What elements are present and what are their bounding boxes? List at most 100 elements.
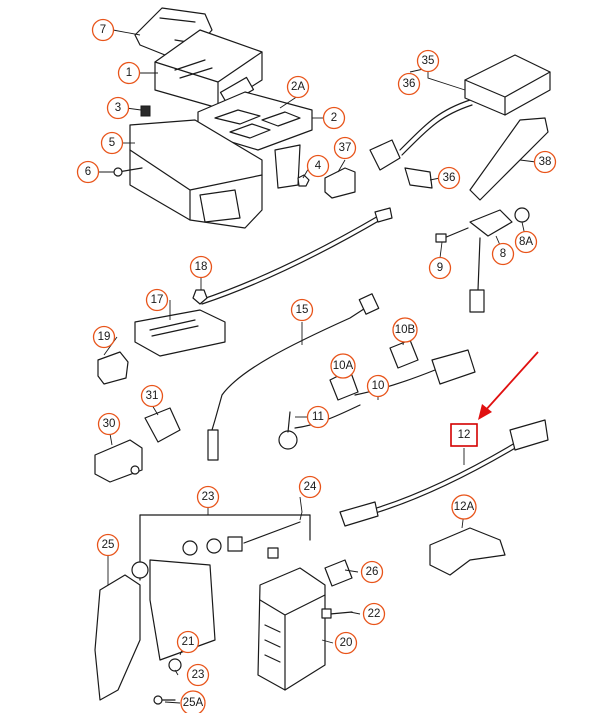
callout-label: 10B <box>395 324 416 336</box>
callout-label: 26 <box>366 566 379 578</box>
callout-circle <box>97 412 121 436</box>
callout-circle <box>106 96 130 120</box>
callout-4: 4 <box>306 154 330 178</box>
part-drawings <box>94 7 551 705</box>
callout-9: 9 <box>428 256 452 280</box>
callout-label: 15 <box>296 304 309 316</box>
callout-label: 19 <box>98 331 111 343</box>
callout-label: 3 <box>115 102 121 114</box>
callout-15: 15 <box>290 298 314 322</box>
ecu-housing <box>129 119 263 229</box>
callout-label: 30 <box>103 418 116 430</box>
callout-label: 25A <box>183 697 204 709</box>
callout-12a: 12A <box>451 494 477 520</box>
callout-label: 21 <box>182 636 195 648</box>
callout-label: 10A <box>333 360 354 372</box>
callout-circle <box>428 256 452 280</box>
callout-label: 25 <box>102 539 115 551</box>
callout-10: 10 <box>366 374 390 398</box>
callout-label: 31 <box>146 390 159 402</box>
callout-8: 8 <box>491 242 515 266</box>
callout-circle <box>334 631 358 655</box>
callout-23: 23 <box>186 663 210 687</box>
callout-circle <box>514 230 538 254</box>
callout-5: 5 <box>100 131 124 155</box>
callout-label: 11 <box>312 411 324 423</box>
highlight-label: 12 <box>458 429 471 441</box>
callout-label: 23 <box>192 669 205 681</box>
highlighted-callout: 12 <box>450 351 539 447</box>
callout-circle <box>330 353 356 379</box>
control-module-17 <box>134 309 226 357</box>
callout-circle <box>397 72 421 96</box>
callout-circle <box>322 106 346 130</box>
callout-circle <box>96 533 120 557</box>
callout-30: 30 <box>97 412 121 436</box>
callout-label: 8A <box>519 236 533 248</box>
callout-label: 36 <box>403 78 416 90</box>
callout-25: 25 <box>96 533 120 557</box>
callout-label: 9 <box>437 262 443 274</box>
callout-8a: 8A <box>514 230 538 254</box>
callout-circle <box>76 160 100 184</box>
bracket-12A <box>429 527 506 576</box>
highlight-box <box>450 423 478 447</box>
control-module-20 <box>257 567 326 691</box>
callout-label: 23 <box>202 491 215 503</box>
callout-23: 23 <box>196 485 220 509</box>
callout-20: 20 <box>334 631 358 655</box>
callout-24: 24 <box>298 475 322 499</box>
callout-3: 3 <box>106 96 130 120</box>
callout-label: 24 <box>304 481 317 493</box>
callout-circle <box>333 136 357 160</box>
callout-label: 2 <box>331 112 337 124</box>
callout-circle <box>533 150 557 174</box>
callout-7: 7 <box>91 18 115 42</box>
callout-circle <box>196 485 220 509</box>
callout-circle <box>491 242 515 266</box>
callout-36: 36 <box>397 72 421 96</box>
callout-circle <box>298 475 322 499</box>
callout-label: 12A <box>454 501 475 513</box>
callout-label: 36 <box>443 172 456 184</box>
module-35 <box>464 54 551 116</box>
callout-label: 5 <box>109 137 115 149</box>
callout-label: 38 <box>539 156 552 168</box>
callout-circle <box>91 18 115 42</box>
callout-37: 37 <box>333 136 357 160</box>
callout-label: 37 <box>339 142 352 154</box>
callout-circle <box>360 560 384 584</box>
connector-10 <box>431 349 476 385</box>
callout-circle <box>306 154 330 178</box>
callout-circle <box>362 602 386 626</box>
callout-10a: 10A <box>330 353 356 379</box>
callout-label: 8 <box>500 248 506 260</box>
callout-circle <box>145 288 169 312</box>
callout-18: 18 <box>189 255 213 279</box>
callout-circle <box>117 61 141 85</box>
bracket-25 <box>94 574 141 701</box>
callout-circle <box>451 494 477 520</box>
callout-circle <box>392 317 418 343</box>
connector-37 <box>324 167 356 199</box>
callout-26: 26 <box>360 560 384 584</box>
callout-label: 2A <box>291 81 305 93</box>
callout-17: 17 <box>145 288 169 312</box>
callout-label: 4 <box>315 160 322 172</box>
callout-circle <box>180 690 206 713</box>
callout-circle <box>437 166 461 190</box>
callout-22: 22 <box>362 602 386 626</box>
callout-11: 11 <box>306 405 330 429</box>
callout-circle <box>290 298 314 322</box>
callout-label: 18 <box>195 261 208 273</box>
callout-31: 31 <box>140 384 164 408</box>
callout-circle <box>366 374 390 398</box>
callout-1: 1 <box>117 61 141 85</box>
callout-circle <box>176 630 200 654</box>
callout-circle <box>186 663 210 687</box>
pointer-arrow <box>483 351 539 413</box>
callout-circle <box>189 255 213 279</box>
pointer-arrowhead <box>478 404 492 420</box>
